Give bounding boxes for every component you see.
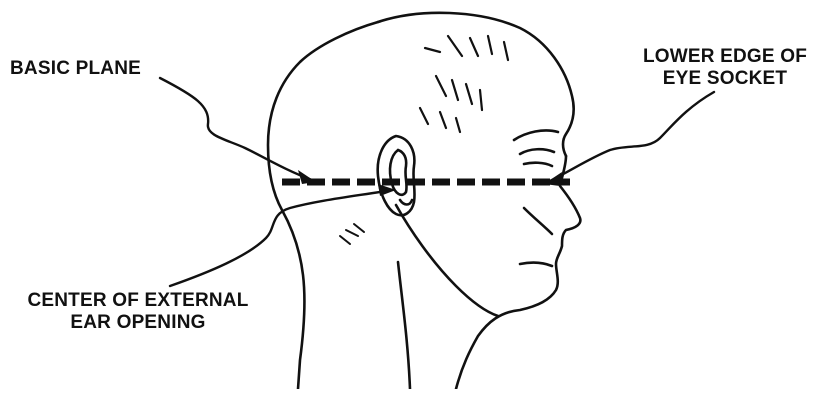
mouth-line [520, 263, 552, 266]
eye-socket-text-line1: LOWER EDGE OF [636, 46, 814, 68]
ear-opening-label: CENTER OF EXTERNAL EAR OPENING [8, 290, 268, 334]
eye-socket-text-line2: EYE SOCKET [636, 68, 814, 90]
basic-plane-pointer [160, 78, 312, 180]
ear-inner [390, 150, 407, 195]
eyebrow [514, 130, 558, 140]
eye-socket-label: LOWER EDGE OF EYE SOCKET [636, 46, 814, 90]
forehead-outline [378, 13, 574, 156]
cheek-line [524, 208, 552, 234]
face-profile [456, 156, 580, 389]
jaw-line [396, 205, 498, 316]
ear-opening-text-line1: CENTER OF EXTERNAL [8, 290, 268, 312]
eye-upper [520, 149, 554, 154]
hair-strands [420, 36, 508, 132]
neck-shading [340, 224, 364, 244]
neck-line-front [398, 262, 410, 389]
basic-plane-label: BASIC PLANE [10, 58, 141, 80]
head-outline [268, 22, 378, 389]
ear-opening-text-line2: EAR OPENING [8, 312, 268, 334]
eye-lower [524, 163, 552, 166]
basic-plane-text: BASIC PLANE [10, 58, 141, 80]
ear-opening-pointer [170, 190, 392, 286]
ear-detail [400, 200, 412, 205]
